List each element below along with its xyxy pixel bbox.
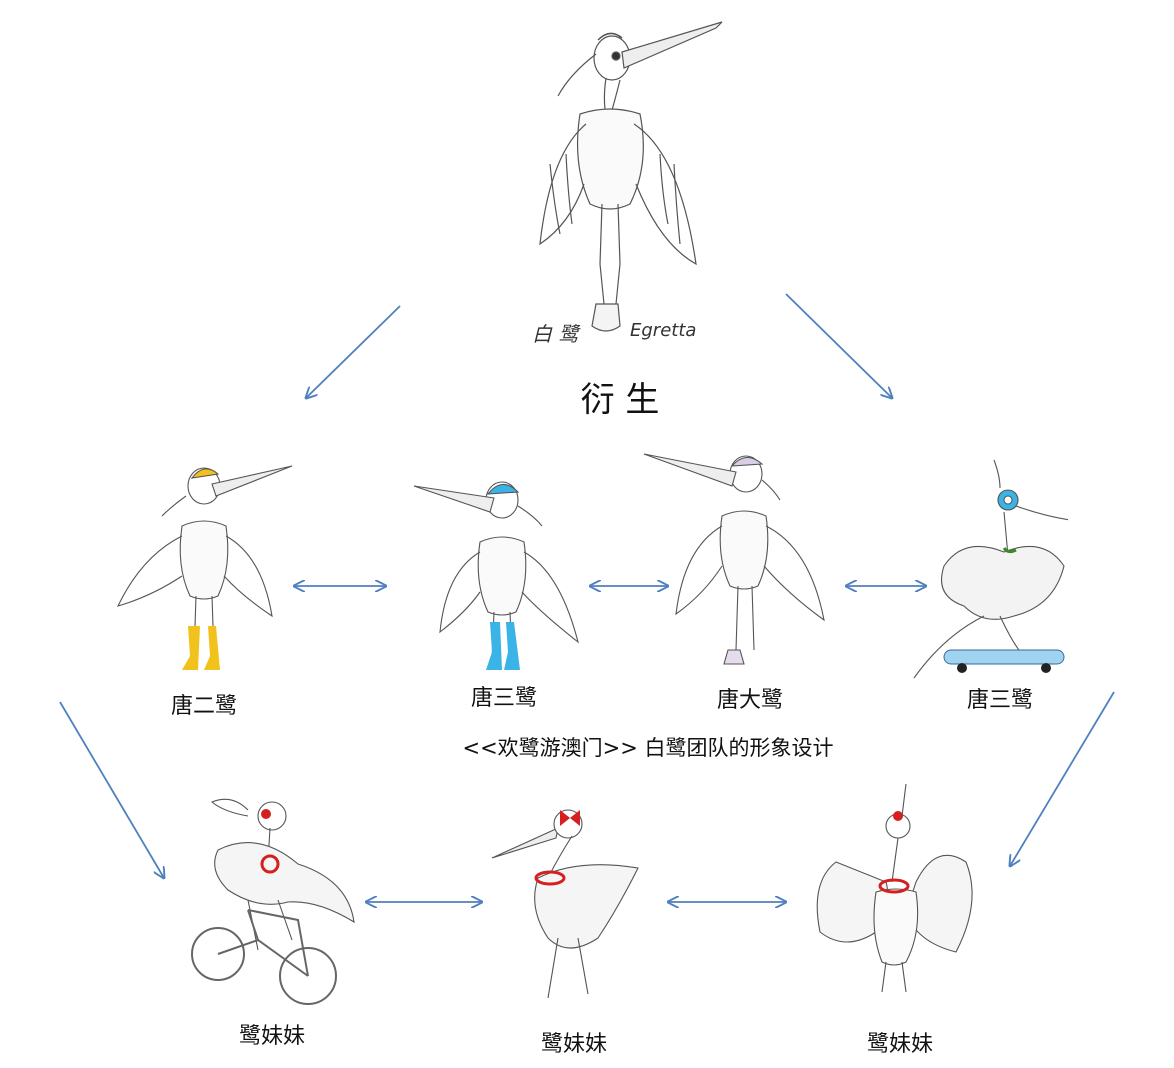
label-sister-3: 鹭妹妹 bbox=[866, 1032, 934, 1057]
arrow-right-down bbox=[1010, 691, 1115, 866]
egret-sister-dancing bbox=[491, 809, 639, 999]
signature-latin: Egretta bbox=[630, 320, 697, 341]
egret-tang-er bbox=[116, 465, 293, 670]
label-sister-1: 鹭妹妹 bbox=[238, 1024, 306, 1049]
signature-chinese: 白 鹭 bbox=[532, 322, 579, 346]
arrow-left-down bbox=[59, 701, 164, 878]
egret-sister-bicycle bbox=[191, 798, 355, 1005]
egret-sister-music bbox=[816, 783, 973, 993]
label-tang-da: 唐大鹭 bbox=[716, 688, 784, 713]
arrow-top-right bbox=[785, 293, 892, 398]
egret-tang-san-1 bbox=[413, 481, 579, 670]
label-tang-er: 唐二鹭 bbox=[170, 694, 238, 719]
label-tang-san-1: 唐三鹭 bbox=[470, 686, 538, 711]
subtitle: <<欢鹭游澳门>> 白鹭团队的形象设计 bbox=[462, 736, 834, 760]
egret-main-illustration bbox=[539, 21, 723, 332]
label-tang-san-2: 唐三鹭 bbox=[966, 688, 1034, 713]
egret-tang-san-skateboard bbox=[913, 459, 1068, 679]
egret-tang-da bbox=[643, 453, 825, 665]
label-sister-2: 鹭妹妹 bbox=[540, 1032, 608, 1057]
derive-label: 衍 生 bbox=[580, 380, 660, 420]
arrow-top-left bbox=[306, 305, 401, 398]
